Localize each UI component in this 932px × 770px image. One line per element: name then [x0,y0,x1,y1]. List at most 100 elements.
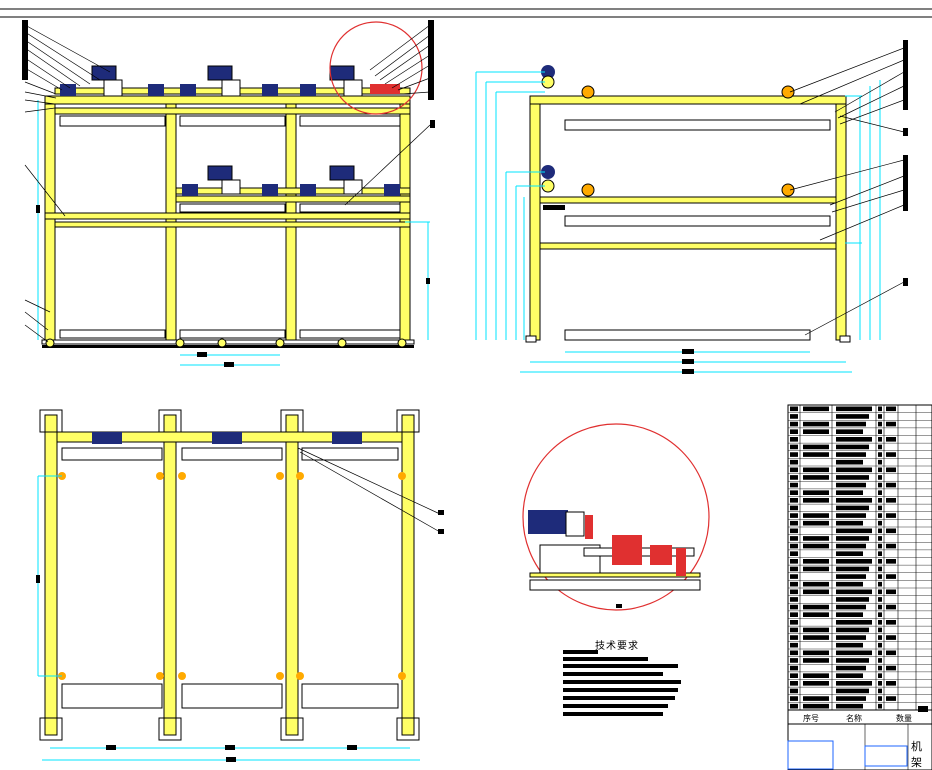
bom-index-cell [790,650,798,656]
front-view [22,20,435,367]
bom-qty-cell [878,528,882,534]
bom-material-cell [886,421,896,427]
bom-index-cell [790,520,798,526]
bom-material-cell [886,574,896,579]
bom-index-cell [790,642,798,648]
bom-material-cell [886,498,896,503]
bom-qty-cell [878,437,882,442]
bom-index-cell [790,482,798,488]
bom-name-cell [836,665,866,671]
bom-qty-cell [878,429,882,434]
bom-code-cell [803,498,829,503]
bom-qty-cell [878,696,882,701]
bom-code-cell [803,559,829,564]
bom-name-cell [836,520,863,526]
bom-code-cell [803,696,829,701]
bom-code-cell [803,475,829,480]
bom-code-cell [803,681,829,686]
bom-material-cell [886,681,896,686]
bom-qty-cell [878,635,882,640]
bom-index-cell [790,673,798,678]
bom-index-cell [790,635,798,640]
bom-index-cell [790,551,798,556]
bom-code-cell [803,536,829,541]
bom-material-cell [886,620,896,625]
bom-code-cell [803,589,829,595]
side-view [475,40,908,374]
bom-index-cell [790,612,798,617]
bom-qty-cell [878,490,882,495]
bom-qty-cell [878,589,882,595]
bom-qty-cell [878,681,882,686]
technical-notes-block [563,650,681,716]
bom-name-cell [836,597,869,602]
bom-name-cell [836,551,863,556]
bom-qty-cell [878,498,882,503]
bom-material-cell [886,604,896,610]
bom-name-cell [836,703,863,709]
bom-material-cell [886,437,896,442]
bom-material-cell [886,452,896,457]
bom-name-cell [836,635,866,640]
bom-qty-cell [878,597,882,602]
bom-qty-cell [878,642,882,648]
bom-name-cell [836,437,872,442]
bom-qty-cell [878,703,882,709]
bom-name-cell [836,673,863,678]
bom-code-cell [803,650,829,656]
bom-qty-cell [878,520,882,526]
bom-index-cell [790,429,798,434]
bom-qty-cell [878,604,882,610]
bom-name-cell [836,559,872,564]
bill-of-materials-table [787,404,932,770]
bom-name-cell [836,421,866,427]
bom-index-cell [790,658,798,663]
bom-code-cell [803,513,829,518]
bom-index-cell [790,620,798,625]
bom-col-name: 名称 [846,714,862,723]
bom-index-cell [790,467,798,473]
bom-index-cell [790,566,798,572]
bom-qty-cell [878,406,882,412]
bom-qty-cell [878,650,882,656]
bom-name-cell [836,482,866,488]
bom-name-cell [836,475,869,480]
bom-qty-cell [878,658,882,663]
bom-qty-cell [878,581,882,587]
bom-col-qty: 数量 [896,714,912,723]
bom-code-cell [803,444,829,450]
bom-code-cell [803,421,829,427]
bom-name-cell [836,688,869,694]
bom-name-cell [836,574,866,579]
bom-index-cell [790,490,798,495]
bom-qty-cell [878,543,882,549]
bom-code-cell [803,406,829,412]
bom-index-cell [790,459,798,465]
bom-code-cell [803,635,829,640]
bom-index-cell [790,444,798,450]
drawing-title: 机架 [911,740,922,769]
bom-code-cell [803,604,829,610]
bom-material-cell [886,635,896,640]
bom-index-cell [790,688,798,694]
plan-view [36,409,444,762]
bom-name-cell [836,620,872,625]
bom-name-cell [836,612,863,617]
bom-name-cell [836,444,869,450]
bom-name-cell [836,505,869,511]
bom-index-cell [790,452,798,457]
bom-qty-cell [878,482,882,488]
bom-name-cell [836,696,866,701]
bom-material-cell [886,696,896,701]
bom-material-cell [886,513,896,518]
bom-qty-cell [878,452,882,457]
bom-code-cell [803,673,829,678]
bom-qty-cell [878,566,882,572]
bom-name-cell [836,498,872,503]
bom-name-cell [836,406,872,412]
bom-name-cell [836,627,869,633]
bom-material-cell [886,543,896,549]
bom-index-cell [790,505,798,511]
bom-material-cell [886,559,896,564]
